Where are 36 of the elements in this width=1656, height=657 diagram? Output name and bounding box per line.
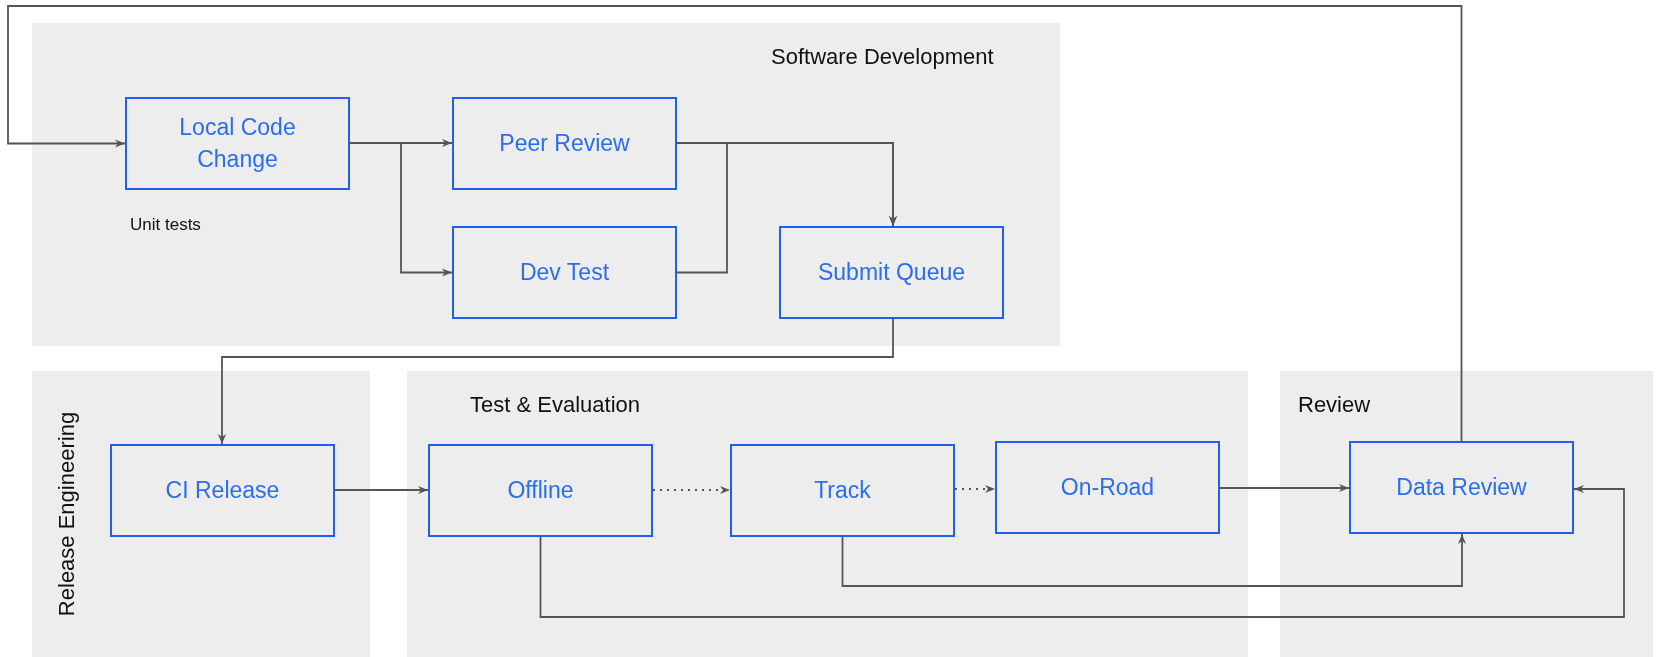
arrow — [218, 318, 894, 445]
process-box — [452, 226, 677, 319]
process-box — [452, 97, 677, 190]
arrow — [1219, 484, 1350, 492]
group-panel — [32, 23, 1060, 346]
box-label: CI Release — [165, 475, 280, 505]
arrow — [841, 533, 1466, 587]
group-panel — [32, 371, 370, 657]
box-label: Submit Queue — [818, 257, 965, 287]
process-box — [1349, 441, 1574, 534]
box-label: On-Road — [1060, 472, 1155, 502]
arrow — [676, 142, 897, 274]
box-label: Data Review — [1396, 472, 1527, 502]
box-label: Dev Test — [519, 257, 610, 287]
note-text: Unit tests — [130, 215, 201, 235]
group-title: Test & Evaluation — [470, 392, 640, 418]
arrow — [539, 485, 1625, 618]
arrow — [334, 486, 429, 494]
group-panel — [407, 371, 1248, 657]
process-box — [995, 441, 1220, 534]
process-box — [110, 444, 335, 537]
arrow — [954, 485, 996, 493]
arrow — [349, 142, 453, 277]
arrow — [652, 486, 731, 494]
box-label: Peer Review — [499, 128, 630, 158]
group-panel — [1280, 371, 1653, 657]
box-label: Track — [814, 475, 871, 505]
process-box — [779, 226, 1004, 319]
arrow — [7, 5, 1463, 442]
group-title: Release Engineering — [54, 411, 80, 617]
group-title: Software Development — [771, 44, 994, 70]
process-box — [730, 444, 955, 537]
box-label: Offline — [507, 475, 574, 505]
group-title: Review — [1298, 392, 1371, 418]
process-box — [428, 444, 653, 537]
box-label: Local Code Change — [178, 113, 297, 174]
